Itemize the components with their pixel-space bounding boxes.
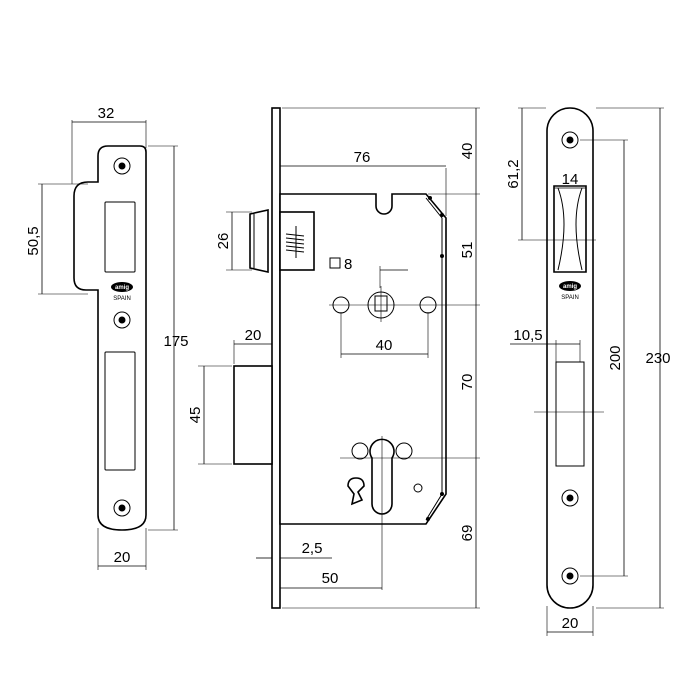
strike-plate-outline	[73, 145, 147, 531]
latch-housing	[279, 211, 315, 271]
lock-body-dimensions: 76 40 51 70 69 26 20 45 2,5 50	[187, 107, 480, 609]
brand-logo-text: amig	[115, 285, 129, 291]
dim-faceplate-width: 20	[562, 615, 579, 632]
screw-hole-icon	[113, 499, 131, 517]
strike-plate-dimensions: 32 50,5 175 20	[25, 105, 189, 570]
dim-strike-width: 32	[98, 105, 115, 122]
cam-icon	[347, 477, 365, 506]
dim-hole-spacing: 40	[376, 337, 393, 354]
dead-bolt	[233, 365, 273, 465]
dim-top-offset: 40	[459, 143, 476, 160]
brand-logo-icon	[559, 281, 581, 291]
dim-bolt-projection: 20	[245, 327, 262, 344]
brand-logo-icon	[111, 282, 133, 292]
screw-hole-icon	[561, 567, 579, 585]
brand-origin-text: SPAIN	[113, 296, 131, 302]
dim-strike-height: 175	[163, 333, 188, 350]
latch-window	[553, 185, 587, 273]
lock-body: 8 40	[233, 107, 480, 609]
brand-origin-text: SPAIN	[561, 295, 579, 301]
screw-hole-icon	[113, 311, 131, 329]
dim-follower-to-cylinder: 70	[459, 374, 476, 391]
latch-slot	[104, 201, 136, 273]
dim-follower-square: 8	[344, 256, 352, 273]
dim-latch-to-follower: 51	[459, 242, 476, 259]
dim-strike-recess: 50,5	[25, 226, 42, 255]
faceplate-dimensions: 61,2 14 10,5 200 230 20	[505, 107, 671, 636]
dim-faceplate-thickness: 2,5	[302, 540, 323, 557]
strike-plate: amig SPAIN	[73, 145, 147, 531]
dim-latch-width: 14	[562, 171, 579, 188]
brand-logo-text: amig	[563, 284, 577, 290]
follower-square-icon	[329, 257, 341, 269]
dim-bolt-height: 45	[187, 407, 204, 424]
bolt-slot	[104, 351, 136, 471]
dim-backset-top: 76	[354, 149, 371, 166]
screw-hole-icon	[113, 157, 131, 175]
dim-strike-bottom-width: 20	[114, 549, 131, 566]
cylinder-screw-hole-icon	[413, 483, 423, 493]
latch-spring-icon	[285, 226, 305, 258]
dim-bolt-width: 10,5	[513, 327, 542, 344]
dim-total-height: 230	[645, 350, 670, 367]
latch-bolt	[249, 209, 269, 273]
screw-hole-icon	[561, 131, 579, 149]
dim-backset: 50	[322, 570, 339, 587]
bolt-window	[555, 361, 585, 467]
lock-case	[279, 193, 447, 525]
lock-faceplate	[271, 107, 281, 609]
dim-bottom-offset: 69	[459, 525, 476, 542]
dim-latch-height: 26	[215, 233, 232, 250]
screw-hole-icon	[561, 489, 579, 507]
dim-screw-spacing: 200	[607, 345, 624, 370]
dim-latch-position: 61,2	[505, 159, 522, 188]
faceplate-front: amig SPAIN	[546, 107, 594, 609]
